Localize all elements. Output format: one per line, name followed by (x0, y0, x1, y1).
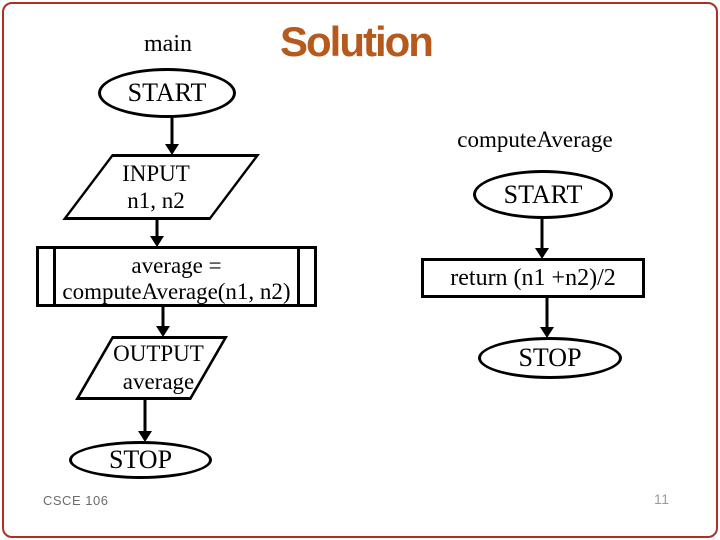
arrowhead-down-icon (138, 431, 152, 442)
arrow-shaft (143, 400, 147, 433)
arrow-return-to-substop (540, 298, 554, 338)
process-predefined-box: average = computeAverage(n1, n2) (36, 246, 317, 307)
arrowhead-down-icon (150, 236, 164, 247)
arrowhead-down-icon (156, 326, 170, 337)
page-number: 11 (654, 491, 670, 507)
arrowhead-down-icon (165, 144, 179, 155)
slide-title: Solution (280, 18, 434, 65)
arrow-start-to-input (165, 117, 179, 155)
sub-stop-oval: STOP (478, 337, 622, 379)
output-parallelogram: OUTPUT average (75, 336, 228, 400)
arrow-shaft (540, 219, 544, 250)
arrowhead-down-icon (535, 248, 549, 259)
sub-flowchart-label: computeAverage (457, 127, 613, 152)
output-text-line1: OUTPUT (113, 341, 204, 366)
input-parallelogram: INPUT n1, n2 (62, 154, 260, 220)
arrow-shaft (161, 307, 165, 328)
main-start-text: START (127, 78, 207, 107)
arrow-shaft (155, 220, 159, 238)
arrow-output-to-stop (138, 400, 152, 442)
arrow-process-to-output (156, 307, 170, 337)
arrow-shaft (545, 298, 549, 329)
return-text: return (n1 +n2)/2 (450, 265, 616, 291)
main-start-oval: START (98, 68, 236, 118)
input-text-line2: n1, n2 (127, 188, 185, 213)
main-stop-oval: STOP (69, 441, 212, 479)
arrowhead-down-icon (540, 327, 554, 338)
arrow-shaft (170, 117, 174, 146)
predefined-right-bar (297, 249, 300, 304)
arrow-input-to-process (150, 220, 164, 247)
process-text-line2: computeAverage(n1, n2) (62, 278, 291, 304)
predefined-left-bar (53, 249, 56, 304)
output-text-line2: average (122, 369, 195, 394)
input-text-line1: INPUT (122, 161, 190, 186)
sub-start-text: START (503, 179, 583, 209)
main-flowchart-label: main (144, 31, 192, 57)
sub-start-oval: START (473, 170, 613, 219)
process-text-line1: average = (131, 252, 222, 278)
arrow-substart-to-return (535, 219, 549, 259)
main-stop-text: STOP (108, 445, 173, 474)
footer-course-code: CSCE 106 (43, 493, 109, 508)
return-box: return (n1 +n2)/2 (421, 258, 645, 298)
sub-stop-text: STOP (518, 343, 582, 372)
